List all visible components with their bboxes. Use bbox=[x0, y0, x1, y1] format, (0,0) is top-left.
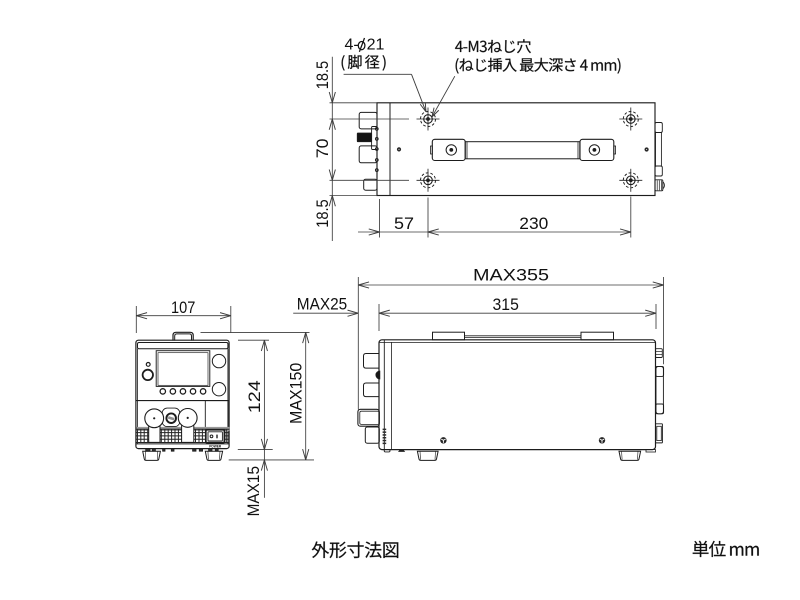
svg-text:107: 107 bbox=[171, 298, 195, 317]
svg-text:4-: 4- bbox=[345, 37, 359, 54]
svg-text:MAX355: MAX355 bbox=[473, 266, 549, 285]
svg-text:230: 230 bbox=[519, 214, 548, 233]
svg-text:70: 70 bbox=[313, 139, 332, 159]
svg-text:315: 315 bbox=[493, 295, 519, 314]
svg-text:57: 57 bbox=[394, 214, 414, 233]
svg-text:18.5: 18.5 bbox=[313, 61, 332, 90]
svg-text:MAX25: MAX25 bbox=[297, 295, 347, 314]
svg-text:18.5: 18.5 bbox=[313, 199, 332, 228]
svg-text:21: 21 bbox=[367, 37, 385, 54]
svg-text:MAX15: MAX15 bbox=[244, 466, 263, 516]
svg-text:124: 124 bbox=[245, 380, 264, 413]
svg-text:POWER: POWER bbox=[209, 444, 221, 449]
svg-text:MAX150: MAX150 bbox=[287, 363, 306, 424]
